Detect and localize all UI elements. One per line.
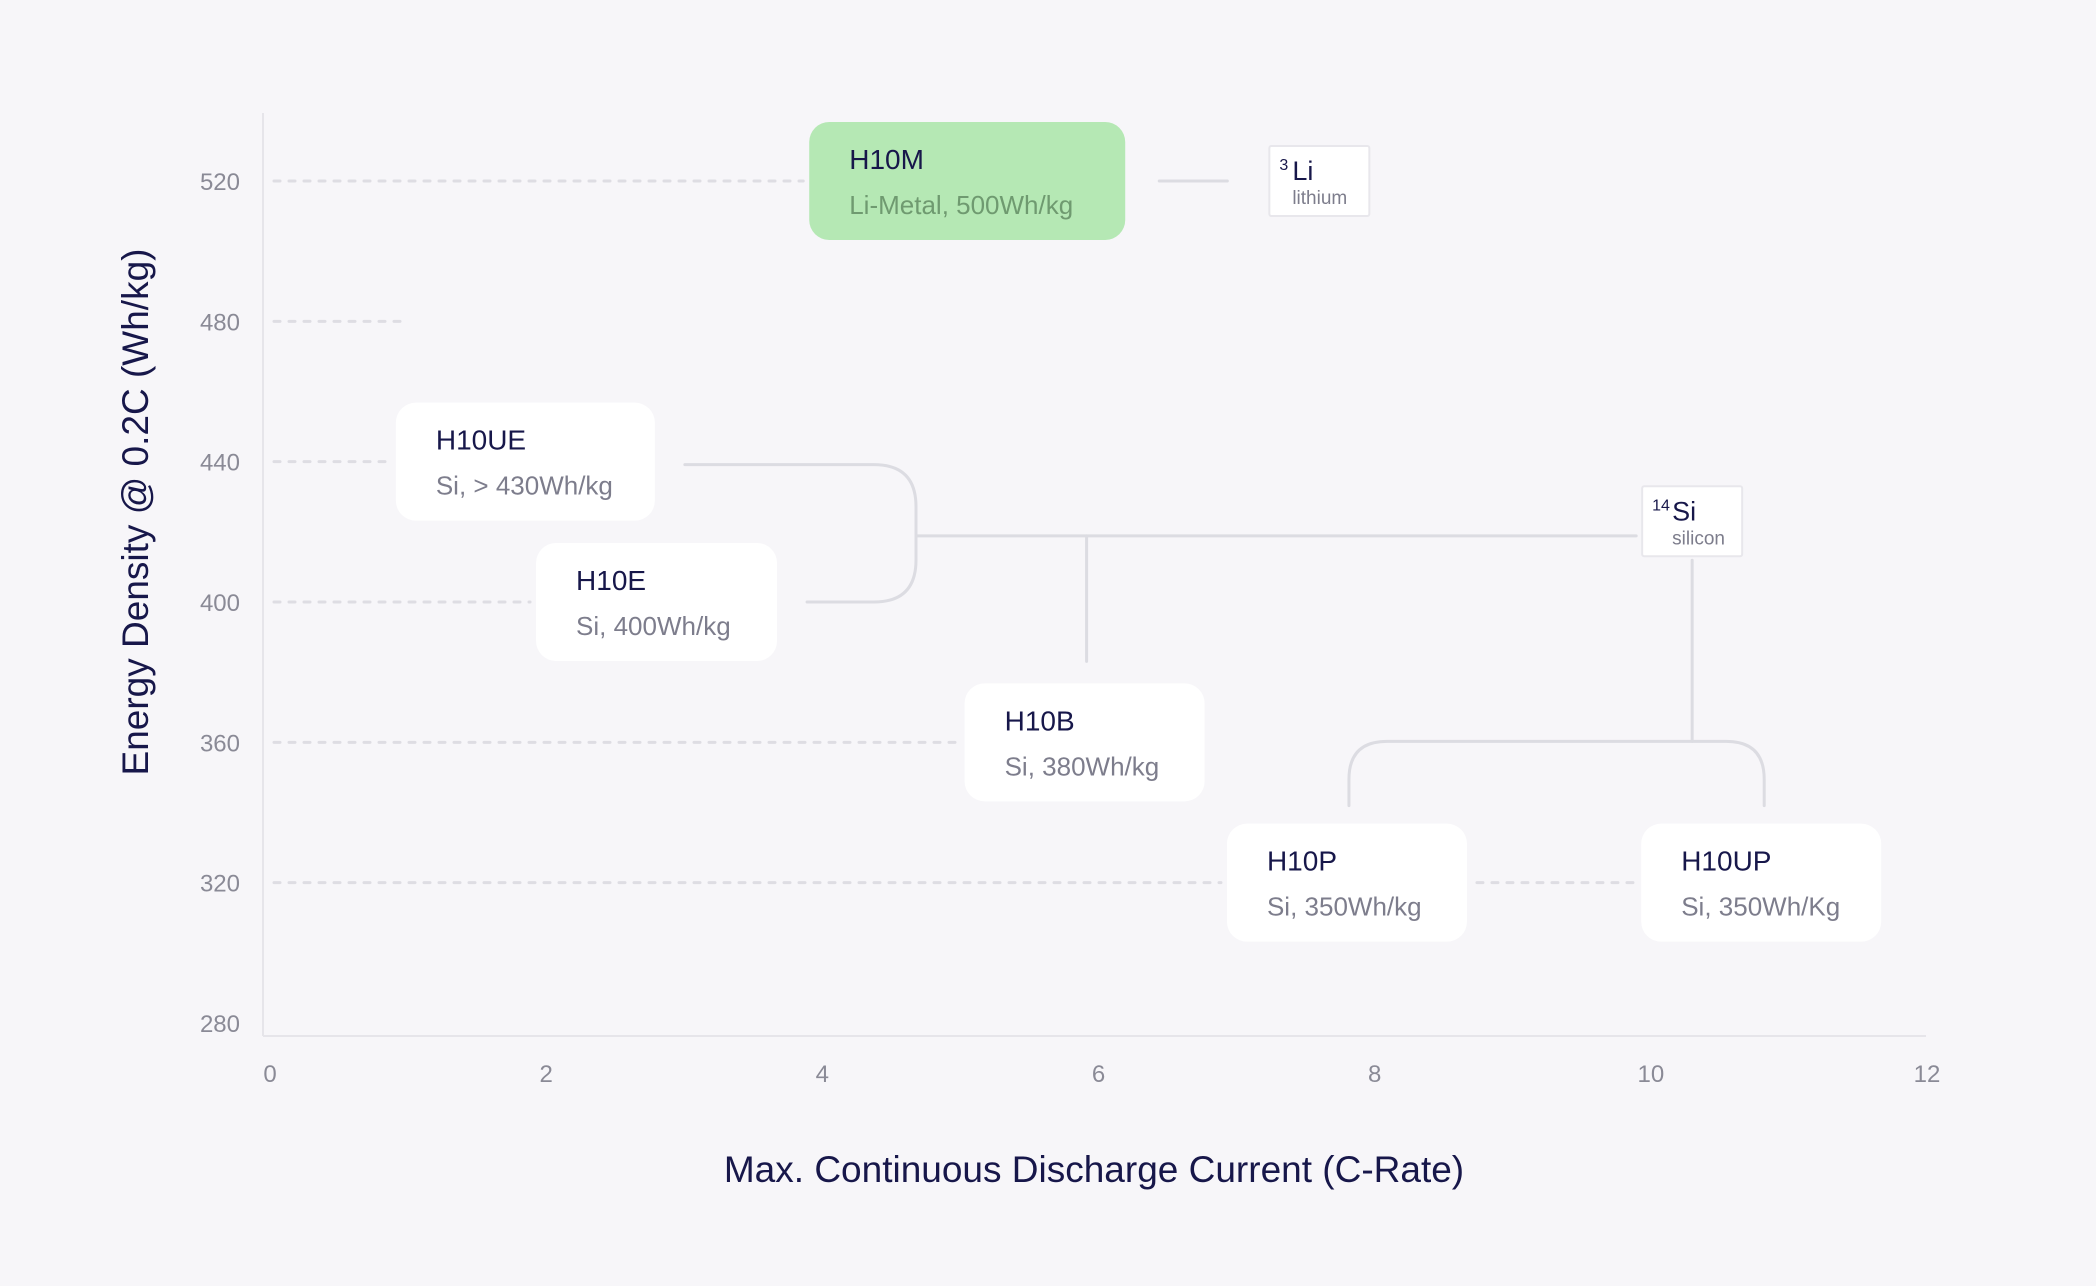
card-background xyxy=(809,122,1126,240)
x-tick-label-12: 12 xyxy=(1914,1061,1941,1088)
y-tick-label-320: 320 xyxy=(200,871,240,898)
x-tick-label-4: 4 xyxy=(816,1061,829,1088)
card-h10b: H10B Si, 380Wh/kg xyxy=(964,683,1205,802)
x-tick-label-6: 6 xyxy=(1092,1061,1105,1088)
card-name-label: H10UE xyxy=(436,425,526,456)
card-name-label: H10B xyxy=(1005,705,1075,736)
element-symbol: Si xyxy=(1672,496,1696,526)
element-badge-frame xyxy=(1268,145,1371,217)
x-axis-title: Max. Continuous Discharge Current (C-Rat… xyxy=(724,1149,1464,1190)
connector-ue-e-bracket xyxy=(683,463,918,604)
card-desc-label: Si, > 430Wh/kg xyxy=(436,471,613,501)
y-axis-title: Energy Density @ 0.2C (Wh/kg) xyxy=(115,249,156,776)
element-symbol: Li xyxy=(1292,156,1313,186)
card-desc-label: Li-Metal, 500Wh/kg xyxy=(849,190,1073,220)
element-number: 14 xyxy=(1652,497,1670,514)
card-background xyxy=(1226,823,1467,942)
x-tick-label-2: 2 xyxy=(539,1061,552,1088)
axes: 280 320 360 400 440 480 520 0 2 4 6 8 10 12 xyxy=(200,113,1940,1088)
y-tick-label-400: 400 xyxy=(200,590,240,617)
element-name: lithium xyxy=(1292,188,1347,209)
y-tick-label-520: 520 xyxy=(200,169,240,196)
y-tick-label-280: 280 xyxy=(200,1011,240,1038)
card-desc-label: Si, 400Wh/kg xyxy=(576,611,731,641)
card-desc-label: Si, 350Wh/Kg xyxy=(1681,892,1840,922)
y-tick-label-440: 440 xyxy=(200,450,240,477)
card-h10ue: H10UE Si, > 430Wh/kg xyxy=(395,402,655,521)
element-number: 3 xyxy=(1279,157,1288,174)
card-h10p: H10P Si, 350Wh/kg xyxy=(1226,823,1467,942)
y-tick-label-480: 480 xyxy=(200,309,240,336)
card-name-label: H10M xyxy=(849,144,924,175)
family-connectors xyxy=(683,179,1766,808)
y-tick-label-360: 360 xyxy=(200,730,240,757)
card-background xyxy=(1641,823,1882,942)
card-name-label: H10UP xyxy=(1681,846,1771,877)
card-h10up: H10UP Si, 350Wh/Kg xyxy=(1641,823,1882,942)
card-background xyxy=(964,683,1205,802)
card-background xyxy=(536,543,778,661)
guide-lines xyxy=(272,179,1637,885)
card-name-label: H10E xyxy=(576,565,646,596)
card-h10m: H10M Li-Metal, 500Wh/kg xyxy=(809,122,1126,240)
connector-p-up-fork xyxy=(1347,739,1766,808)
x-tick-label-10: 10 xyxy=(1637,1061,1664,1088)
card-desc-label: Si, 380Wh/kg xyxy=(1005,751,1160,781)
card-background xyxy=(395,402,655,521)
card-name-label: H10P xyxy=(1267,846,1337,877)
element-name: silicon xyxy=(1672,528,1725,549)
element-badge-frame xyxy=(1641,485,1744,558)
card-h10e: H10E Si, 400Wh/kg xyxy=(536,543,778,661)
x-tick-label-0: 0 xyxy=(263,1061,276,1088)
x-tick-label-8: 8 xyxy=(1368,1061,1381,1088)
card-desc-label: Si, 350Wh/kg xyxy=(1267,892,1422,922)
